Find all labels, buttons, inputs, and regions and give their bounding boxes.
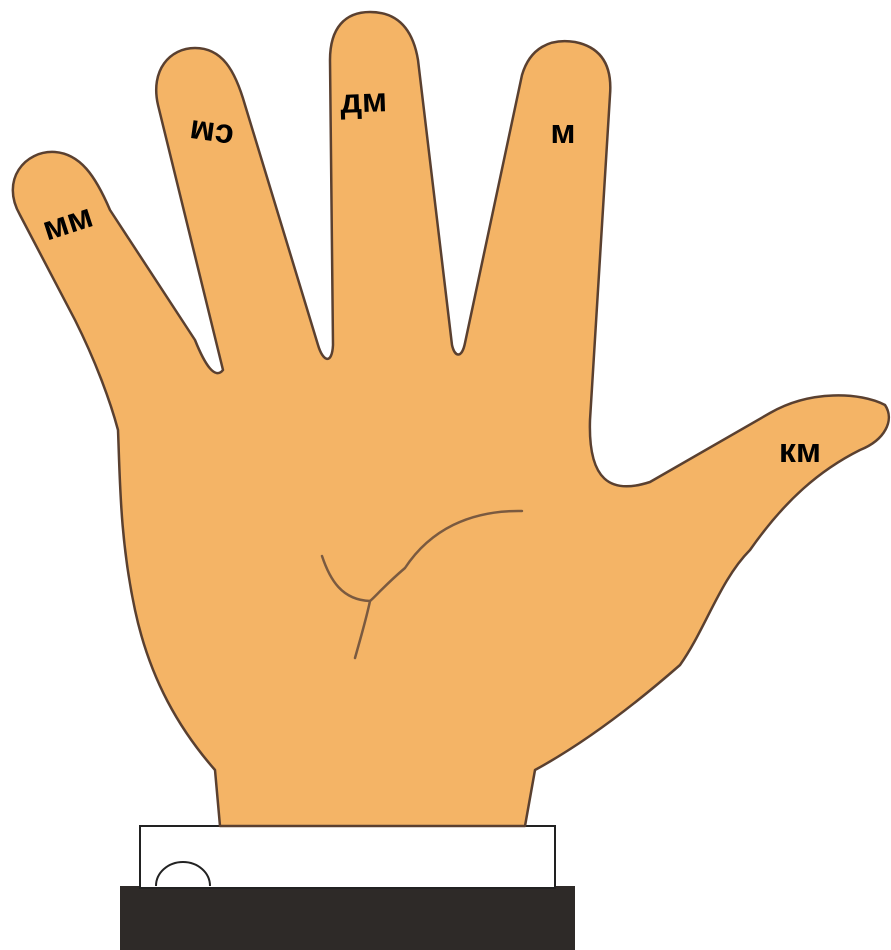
middle-finger-label: дм bbox=[340, 81, 388, 121]
hand-shape bbox=[13, 12, 889, 826]
thumb-label: км bbox=[779, 432, 821, 470]
ring-finger-label: см bbox=[187, 112, 236, 156]
index-finger-label: м bbox=[550, 113, 575, 151]
sleeve bbox=[120, 886, 575, 950]
